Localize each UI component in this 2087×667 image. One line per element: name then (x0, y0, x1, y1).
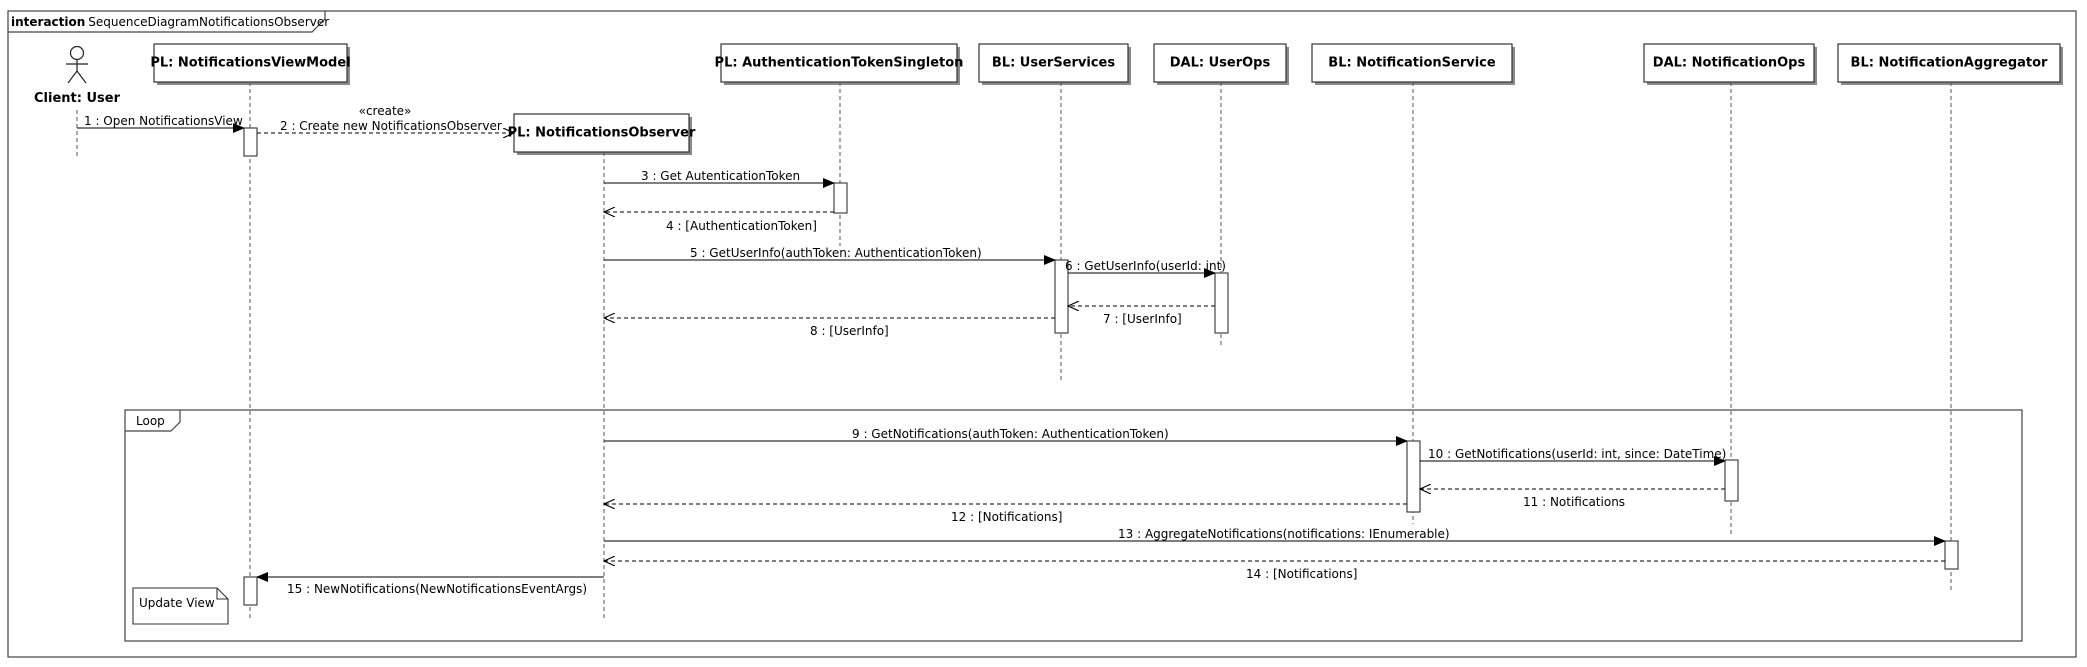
messages: 1 : Open NotificationsView «create» 2 : … (77, 104, 1946, 596)
activation-bar (243, 576, 258, 606)
message-label: 7 : [UserInfo] (1103, 312, 1182, 326)
lifeline-title: DAL: UserOps (1170, 56, 1271, 71)
lifeline-title: PL: AuthenticationTokenSingleton (715, 56, 964, 71)
activation-bar (1944, 540, 1959, 570)
activation-bar (833, 182, 848, 214)
message-label: 8 : [UserInfo] (810, 324, 889, 338)
lifeline-observer: PL: NotificationsObserver (508, 113, 696, 620)
note-text: Update View (139, 596, 215, 610)
lifeline-title: BL: NotificationService (1328, 56, 1496, 71)
frame-keyword: interaction (11, 15, 85, 29)
lifeline-notifservice: BL: NotificationService (1311, 43, 1515, 524)
message-label: 2 : Create new NotificationsObserver (280, 119, 502, 133)
message-label: 9 : GetNotifications(authToken: Authenti… (852, 427, 1169, 441)
message-label: 3 : Get AutenticationToken (641, 169, 800, 183)
message-label: 4 : [AuthenticationToken] (666, 219, 817, 233)
activations (243, 127, 1959, 606)
lifeline-token: PL: AuthenticationTokenSingleton (715, 43, 964, 246)
message-label: 13 : AggregateNotifications(notification… (1118, 527, 1450, 541)
lifeline-title: BL: NotificationAggregator (1851, 56, 2048, 71)
lifeline-userservices: BL: UserServices (978, 43, 1131, 382)
lifeline-aggregator: BL: NotificationAggregator (1837, 43, 2063, 592)
message-label: 15 : NewNotifications(NewNotificationsEv… (287, 582, 587, 596)
message-label: 11 : Notifications (1523, 495, 1625, 509)
actor-client-user: Client: User (34, 45, 121, 158)
message-label: 1 : Open NotificationsView (84, 114, 243, 128)
frame-name: SequenceDiagramNotificationsObserver (88, 15, 329, 29)
message-label: 10 : GetNotifications(userId: int, since… (1428, 447, 1726, 461)
message-label: 5 : GetUserInfo(authToken: Authenticatio… (690, 246, 982, 260)
lifeline-notifops: DAL: NotificationOps (1643, 43, 1817, 536)
lifeline-viewmodel: PL: NotificationsViewModel (150, 43, 351, 618)
activation-bar (1054, 259, 1069, 334)
lifeline-title: PL: NotificationsViewModel (150, 56, 350, 71)
activation-bar (1214, 272, 1229, 334)
actor-label: Client: User (34, 91, 121, 106)
lifeline-title: BL: UserServices (992, 56, 1115, 71)
activation-bar (1406, 440, 1421, 513)
note-update-view: Update View (132, 587, 229, 625)
message-stereotype: «create» (359, 104, 412, 118)
message-label: 12 : [Notifications] (951, 510, 1062, 524)
lifeline-title: PL: NotificationsObserver (508, 126, 696, 141)
activation-bar (1724, 459, 1739, 502)
lifeline-title: DAL: NotificationOps (1653, 56, 1806, 71)
loop-fragment: Loop (124, 409, 2023, 642)
message-label: 6 : GetUserInfo(userId: int) (1065, 259, 1226, 273)
stick-figure-icon (66, 45, 88, 84)
message-label: 14 : [Notifications] (1246, 567, 1357, 581)
loop-label: Loop (136, 414, 165, 428)
activation-bar (243, 127, 258, 157)
